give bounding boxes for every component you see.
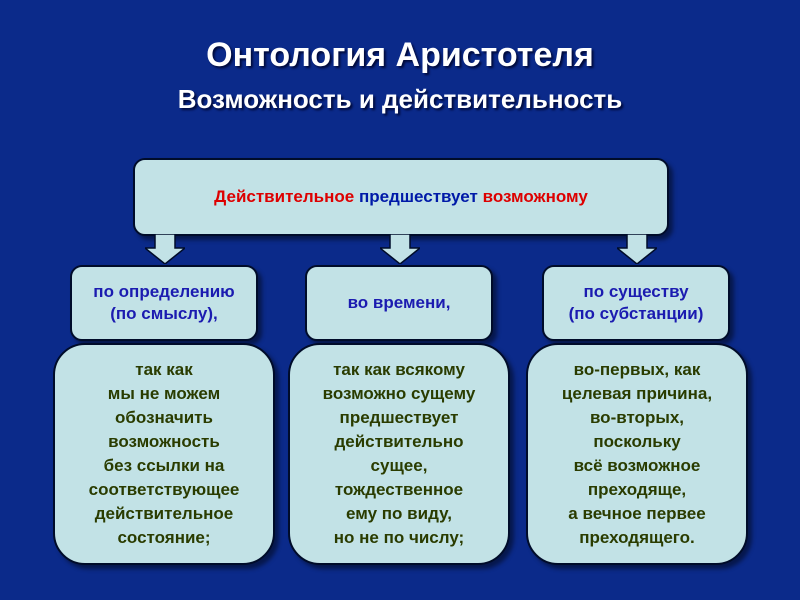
category-by-essence: по существу (по субстанции) — [542, 265, 730, 341]
thesis-possible: возможному — [482, 187, 588, 206]
explanation-by-definition: так как мы не можем обозначить возможнос… — [53, 343, 275, 565]
thesis-box: Действительное предшествует возможному — [133, 158, 669, 236]
thesis-actual: Действительное — [214, 187, 355, 206]
slide-subtitle: Возможность и действительность — [177, 84, 623, 114]
slide-title: Онтология Аристотеля — [206, 36, 594, 74]
explanation-by-essence: во-первых, как целевая причина, во-вторы… — [526, 343, 748, 565]
thesis-precedes: предшествует — [358, 187, 478, 206]
explanation-in-time: так как всякому возможно сущему предшест… — [288, 343, 510, 565]
down-arrow-icon — [617, 234, 657, 264]
category-in-time: во времени, — [305, 265, 493, 341]
category-by-definition: по определению (по смыслу), — [70, 265, 258, 341]
down-arrow-icon — [380, 234, 420, 264]
down-arrow-icon — [145, 234, 185, 264]
